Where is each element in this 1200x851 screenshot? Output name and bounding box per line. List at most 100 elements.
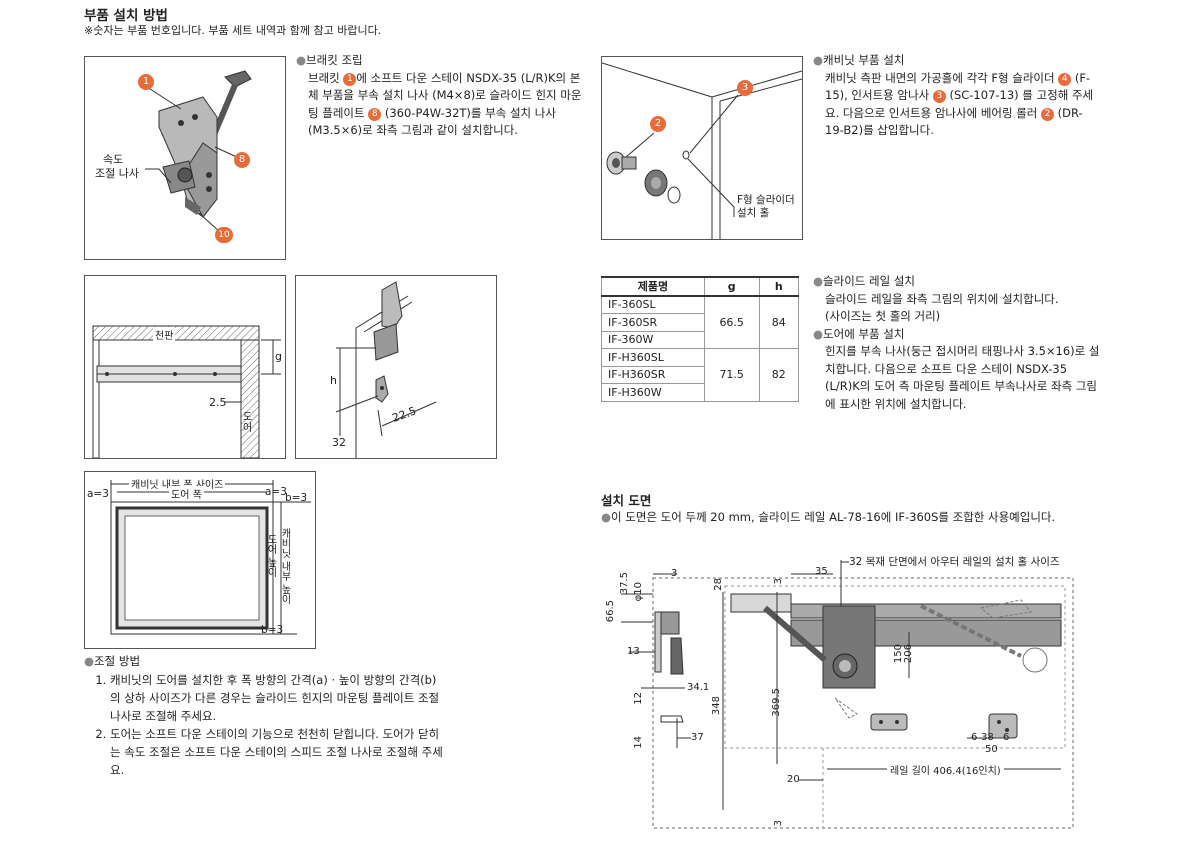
bullet-icon: ●	[84, 654, 95, 668]
table-cell-g: 71.5	[703, 348, 760, 402]
bracket-heading: 브래킷 조립	[306, 53, 363, 67]
dim-35: 35	[815, 566, 828, 577]
rail-length-label: 레일 길이 406.4(16인치)	[887, 762, 1004, 777]
table-cell-name: IF-360SR	[601, 313, 705, 332]
slide-heading: 슬라이드 레일 설치	[823, 274, 915, 288]
part-number-10-badge: 10	[215, 227, 233, 243]
table-cell-name: IF-H360W	[601, 383, 705, 402]
dim-37-5: 37.5	[619, 572, 630, 595]
bullet-icon: ●	[813, 274, 824, 288]
gap-a-left-label: a=3	[87, 488, 109, 500]
slide-door-instructions: ●슬라이드 레일 설치 슬라이드 레일을 좌측 그림의 위치에 설치합니다. (…	[813, 273, 1101, 413]
cabinet-text-post: (DR-19-B2)를 삽입합니다.	[825, 105, 1083, 138]
gap-a-right-label: a=3	[265, 486, 287, 498]
table-cell-name: IF-360W	[601, 330, 705, 349]
cabinet-figure: 2 3 F형 슬라이더 설치 홀	[601, 56, 803, 240]
install-desc-text: 이 도면은 도어 두께 20 mm, 슬라이드 레일 AL-78-16에 IF-…	[611, 510, 1056, 524]
adjust-item-1: 캐비닛의 도어를 설치한 후 폭 방향의 간격(a) · 높이 방향의 간격(b…	[110, 671, 444, 725]
adjust-list: 캐비닛의 도어를 설치한 후 폭 방향의 간격(a) · 높이 방향의 간격(b…	[84, 671, 444, 779]
top-note-label: 32 목재 단면에서 아우터 레일의 설치 홀 사이즈	[849, 556, 1060, 568]
part-number-1-badge: 1	[138, 74, 154, 90]
dim-348: 348	[711, 696, 722, 716]
door-install-body: 힌지를 부속 나사(둥근 접시머리 태핑나사 3.5×16)로 설치합니다. 다…	[825, 344, 1100, 411]
dim-2-5-label: 2.5	[209, 396, 227, 409]
part-number-2-badge: 2	[650, 116, 666, 132]
cabinet-text-pre: 캐비닛 측판 내면의 가공홀에 각각 F형 슬라이더	[825, 70, 1059, 85]
dim-13: 13	[627, 646, 640, 657]
cabinet-text-mid2: (SC-107-13) 를 고정해 주세요. 다음으로 인서트용 암나사에 베어…	[825, 88, 1094, 120]
gap-b-bottom-label: b=3	[261, 624, 284, 636]
cabinet-text-mid1: (F-15), 인서트용 암나사	[825, 70, 1091, 103]
bullet-icon: ●	[601, 510, 612, 524]
adjust-heading: 조절 방법	[94, 654, 141, 668]
table-cell-name: IF-360SL	[601, 295, 705, 314]
door-width-label: 도어 폭	[169, 486, 204, 501]
dim-6b: 6	[1003, 732, 1010, 743]
rail-section-figure: 천판 g 2.5 도어	[84, 275, 286, 459]
dim-206: 206	[903, 644, 914, 664]
bracket-text-mid: 에 소프트 다운 스테이 NSDX-35 (L/R)K의 본체 부품을 부속 설…	[308, 70, 582, 120]
hinge-position-figure: h 22.5 32	[295, 275, 497, 459]
f-slider-hole-label: 설치 홀	[737, 207, 770, 219]
dim-3b: 3	[773, 578, 784, 585]
install-title: 설치 도면	[601, 493, 652, 508]
top-board-label: 천판	[153, 327, 176, 342]
table-cell-h: 84	[758, 295, 800, 349]
dim-3c: 3	[773, 820, 784, 827]
part-number-8-badge: 8	[234, 152, 250, 168]
gap-b-top-label: b=3	[285, 492, 308, 504]
bracket-figure: 1 8 10 속도 조절 나사	[84, 56, 286, 260]
slide-line-2: (사이즈는 첫 홀의 거리)	[825, 309, 941, 323]
part-number-3-badge: 3	[737, 80, 753, 96]
part-8-inline-badge: 8	[368, 107, 382, 121]
dim-369-5: 369.5	[771, 688, 782, 717]
dim-6a: 6	[971, 732, 978, 743]
slide-line-1: 슬라이드 레일을 좌측 그림의 위치에 설치합니다.	[825, 291, 1059, 306]
col-header-g: g	[703, 276, 760, 297]
dim-12: 12	[633, 692, 644, 705]
speed-label: 속도	[103, 153, 124, 166]
dim-38: 38	[981, 732, 994, 743]
gap-g-label: g	[275, 350, 282, 363]
part-2-inline-badge: 2	[1041, 107, 1055, 121]
cabinet-heading: 캐비닛 부품 설치	[823, 53, 905, 67]
dim-50: 50	[985, 744, 998, 755]
door-install-heading: 도어에 부품 설치	[823, 326, 905, 341]
install-desc: ●이 도면은 도어 두께 20 mm, 슬라이드 레일 AL-78-16에 IF…	[601, 509, 1055, 525]
header-note: ※숫자는 부품 번호입니다. 부품 세트 내역과 함께 참고 바랍니다.	[84, 24, 382, 37]
dim-37: 37	[691, 732, 704, 743]
table-cell-h: 82	[758, 348, 800, 402]
col-header-h: h	[758, 276, 800, 297]
dim-phi10: φ10	[633, 582, 644, 602]
bullet-icon: ●	[813, 53, 824, 67]
dim-32-label: 32	[332, 436, 346, 449]
part-3-inline-badge: 3	[932, 90, 946, 103]
dim-20: 20	[787, 774, 800, 785]
part-1-inline-badge: 1	[343, 72, 357, 86]
bullet-icon: ●	[813, 326, 824, 341]
bullet-icon: ●	[296, 53, 307, 67]
door-height-label: 도어 높이	[265, 534, 276, 578]
part-4-inline-badge: 4	[1058, 72, 1072, 86]
door-gap-figure: a=3 a=3 캐비닛 내부 폭 사이즈 도어 폭 b=3 b=3 도어 높이 …	[84, 471, 316, 649]
speed-screw-label: 조절 나사	[95, 167, 139, 180]
table-cell-name: IF-H360SR	[601, 365, 705, 384]
adjust-item-2: 도어는 소프트 다운 스테이의 기능으로 천천히 닫힙니다. 도어가 닫히는 속…	[110, 725, 444, 779]
bracket-text-pre: 브래킷	[308, 70, 344, 85]
bracket-text-post: (360-P4W-32T)를 부속 설치 나사 (M3.5×6)로 좌측 그림과…	[308, 105, 556, 138]
cabinet-instructions: ●캐비닛 부품 설치 캐비닛 측판 내면의 가공홀에 각각 F형 슬라이더 4 …	[813, 52, 1095, 140]
product-table: 제품명 g h IF-360SL 66.5 84 IF-360SR IF-360…	[601, 276, 800, 402]
dim-3a: 3	[671, 568, 678, 579]
table-cell-name: IF-H360SL	[601, 348, 705, 367]
dim-66-5: 66.5	[605, 600, 616, 623]
dim-28: 28	[713, 578, 724, 591]
adjust-instructions: ●조절 방법 캐비닛의 도어를 설치한 후 폭 방향의 간격(a) · 높이 방…	[84, 653, 444, 779]
install-drawing: 32 목재 단면에서 아우터 레일의 설치 홀 사이즈 37.5 φ10 3 2…	[601, 548, 1101, 843]
table-cell-g: 66.5	[703, 295, 760, 349]
page-title: 부품 설치 방법	[84, 8, 168, 24]
h-dim-label: h	[330, 374, 337, 387]
cabinet-height-label: 캐비닛 내부 높이	[279, 528, 290, 605]
col-header-product: 제품명	[601, 276, 705, 297]
dim-34-1: 34.1	[687, 682, 710, 693]
